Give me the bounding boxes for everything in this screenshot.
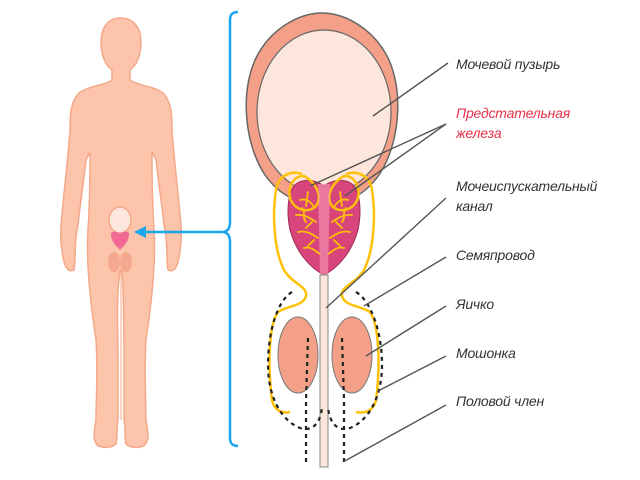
label-prostate-line2: железа	[456, 125, 502, 141]
label-testis: Яичко	[456, 294, 494, 314]
label-vas-deferens-text: Семяпровод	[456, 247, 535, 263]
curly-bracket	[221, 10, 239, 448]
leader-lines	[309, 62, 449, 463]
label-vas-deferens: Семяпровод	[456, 245, 535, 265]
label-penis-text: Половой член	[456, 393, 544, 409]
label-bladder: Мочевой пузырь	[456, 54, 560, 74]
label-prostate-line1: Предстательная	[456, 105, 570, 121]
label-scrotum-text: Мошонка	[456, 345, 516, 361]
label-urethra-line2: канал	[456, 198, 493, 214]
scrotum-outline	[266, 291, 384, 466]
label-prostate: Предстательная железа	[456, 103, 570, 143]
label-urethra-line1: Мочеиспускательный	[456, 178, 598, 194]
label-scrotum: Мошонка	[456, 343, 516, 363]
label-urethra: Мочеиспускательный канал	[456, 176, 597, 216]
testes	[277, 316, 373, 394]
label-bladder-text: Мочевой пузырь	[456, 56, 561, 72]
pointer-arrow	[134, 226, 222, 238]
label-testis-text: Яичко	[456, 296, 494, 312]
urethra	[318, 184, 330, 468]
bladder	[245, 12, 399, 206]
label-penis: Половой член	[456, 391, 544, 411]
human-body-silhouette	[59, 17, 183, 449]
